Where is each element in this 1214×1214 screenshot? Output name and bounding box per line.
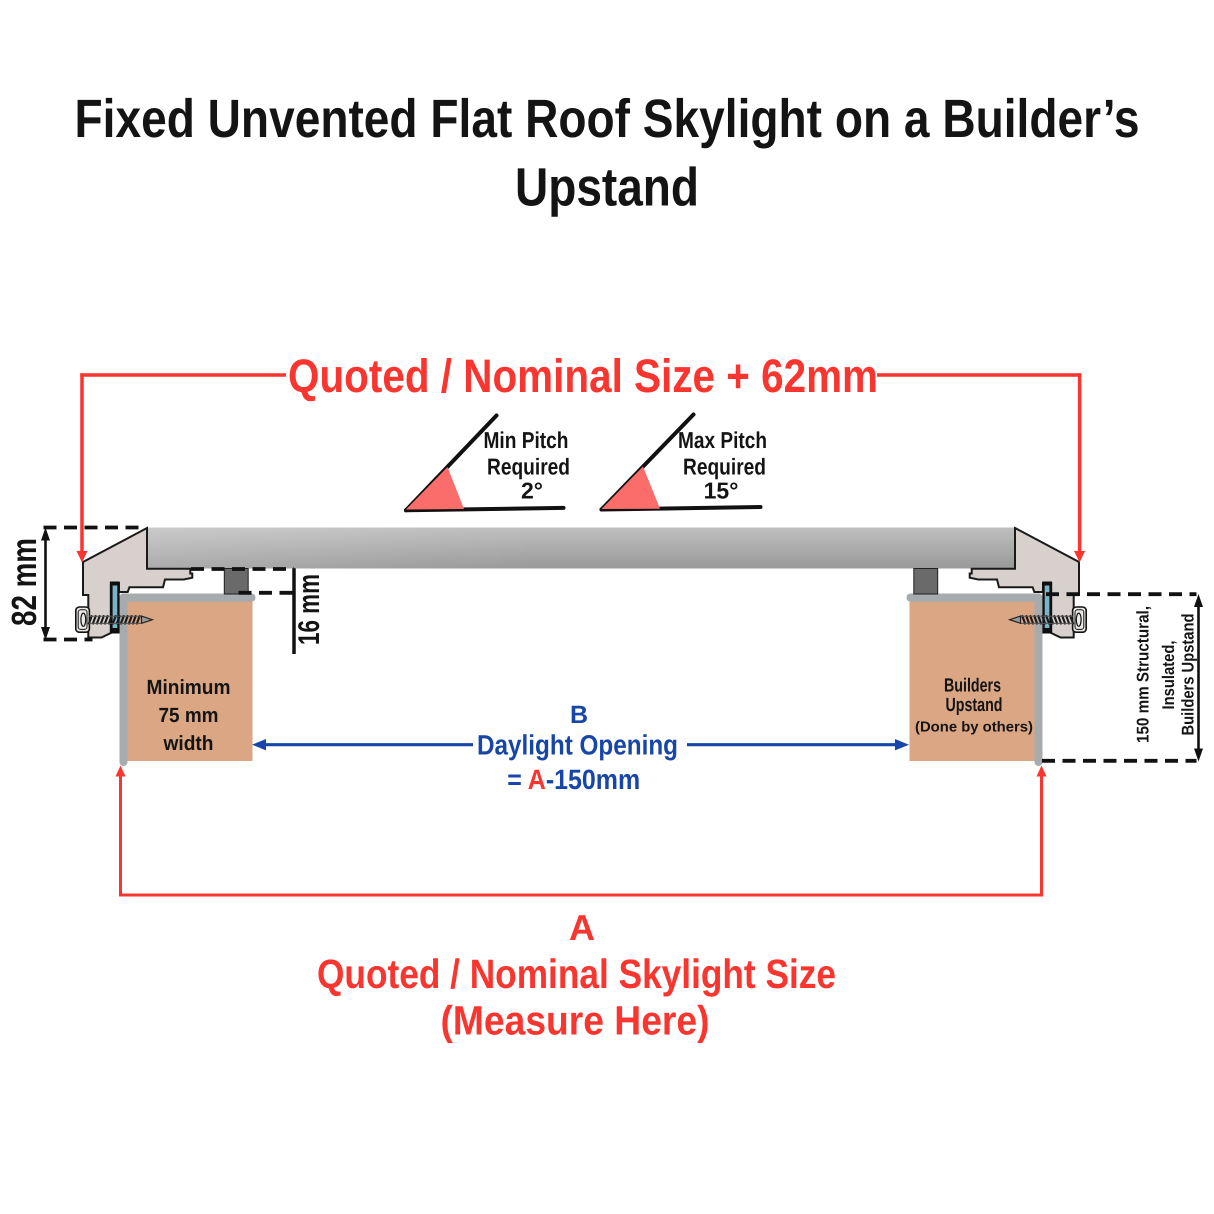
svg-text:B: B	[570, 701, 588, 729]
svg-text:Quoted / Nominal Skylight Size: Quoted / Nominal Skylight Size	[317, 951, 836, 997]
svg-text:Required: Required	[683, 454, 766, 480]
svg-text:A: A	[569, 907, 595, 948]
svg-text:150 mm Structural,: 150 mm Structural,	[1134, 606, 1153, 743]
svg-text:75 mm: 75 mm	[159, 704, 219, 727]
svg-text:Max Pitch: Max Pitch	[678, 427, 767, 453]
svg-text:Daylight Opening: Daylight Opening	[477, 730, 678, 761]
svg-text:width: width	[163, 732, 214, 755]
svg-text:Fixed Unvented Flat Roof Skyli: Fixed Unvented Flat Roof Skylight on a B…	[75, 89, 1140, 149]
svg-text:Min Pitch: Min Pitch	[484, 427, 569, 453]
svg-text:Builders Upstand: Builders Upstand	[1179, 614, 1198, 736]
svg-text:2°: 2°	[521, 478, 543, 504]
svg-text:16 mm: 16 mm	[293, 574, 326, 645]
svg-text:Insulated,: Insulated,	[1159, 641, 1178, 710]
svg-text:(Measure Here): (Measure Here)	[441, 998, 710, 1044]
svg-text:Upstand: Upstand	[946, 695, 1003, 716]
svg-text:Minimum: Minimum	[147, 676, 231, 699]
svg-text:82 mm: 82 mm	[5, 538, 44, 626]
svg-text:15°: 15°	[704, 478, 739, 504]
svg-text:Builders: Builders	[944, 676, 1001, 697]
svg-text:= A-150mm: = A-150mm	[507, 764, 640, 795]
svg-text:Required: Required	[487, 454, 570, 480]
svg-text:Upstand: Upstand	[515, 158, 699, 218]
svg-text:Quoted / Nominal Size + 62mm: Quoted / Nominal Size + 62mm	[288, 349, 878, 402]
svg-text:(Done by others): (Done by others)	[915, 720, 1033, 736]
